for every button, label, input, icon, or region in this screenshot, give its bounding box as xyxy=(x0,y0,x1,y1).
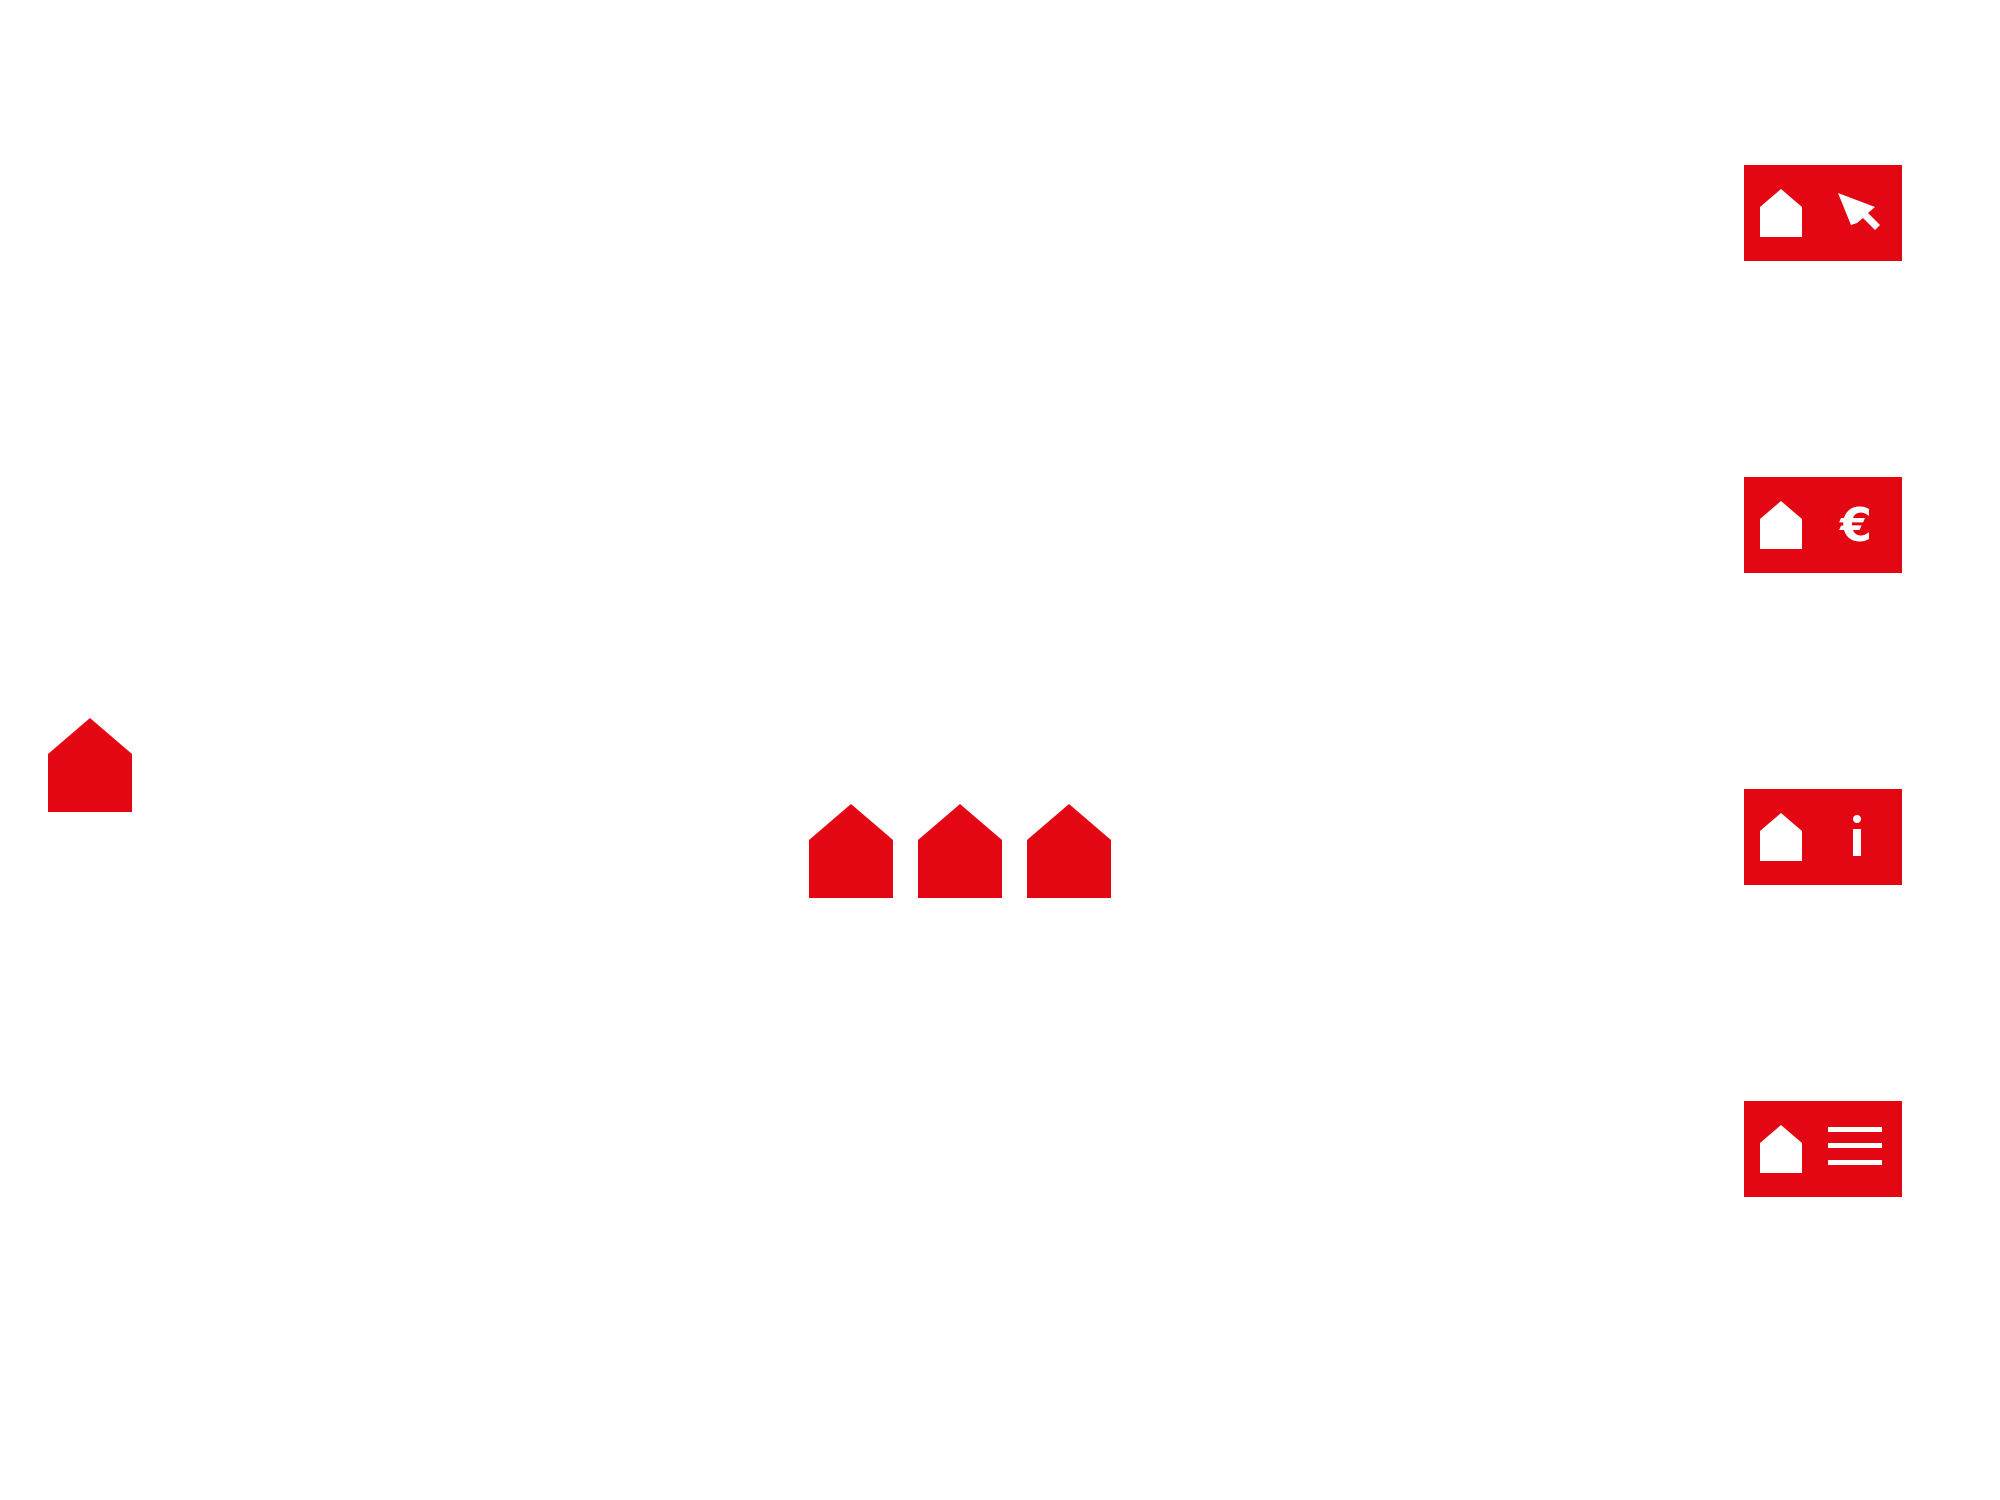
house-icon xyxy=(1760,813,1802,861)
info-icon xyxy=(1853,815,1861,856)
house-euro-tile[interactable]: € xyxy=(1744,477,1902,573)
euro-icon: € xyxy=(1839,498,1872,552)
house-icon xyxy=(1760,189,1802,237)
house-info-tile[interactable] xyxy=(1744,789,1902,885)
house-icon xyxy=(809,804,893,898)
house-menu-tile[interactable] xyxy=(1744,1101,1902,1197)
house-icon xyxy=(48,718,132,812)
cursor-icon xyxy=(1838,193,1880,230)
house-icon xyxy=(1760,501,1802,549)
house-icon xyxy=(918,804,1002,898)
house-icon xyxy=(1760,1125,1802,1173)
menu-icon xyxy=(1828,1127,1882,1165)
house-cursor-tile[interactable] xyxy=(1744,165,1902,261)
house-group xyxy=(809,804,1111,900)
house-icon xyxy=(1027,804,1111,898)
